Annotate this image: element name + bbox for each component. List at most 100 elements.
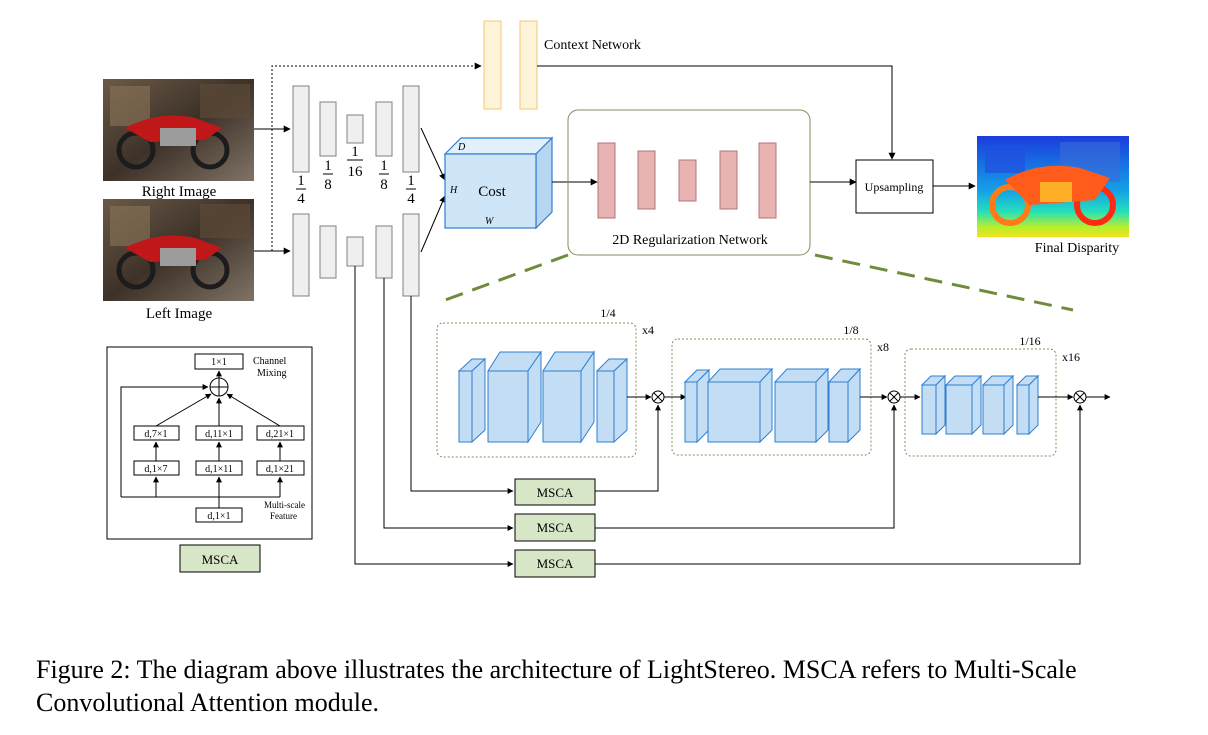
regularization-block-5: [758, 142, 777, 219]
stage-1-blocks: [457, 350, 629, 444]
stage-3-repeat: x16: [1062, 350, 1080, 364]
feature-block-bottom-1: [292, 213, 310, 297]
multiply-node-3: [1073, 390, 1087, 404]
branch-1-out: [595, 404, 661, 492]
upsampling-box: [855, 159, 934, 214]
figure-caption: Figure 2: The diagram above illustrates …: [36, 655, 1077, 717]
regularization-block-3: [678, 159, 697, 202]
msca-module-label-box: [179, 544, 261, 573]
context-input-path: [271, 62, 482, 251]
msca-channel-mixing-text: 1×1: [211, 357, 227, 368]
msca-feature-label-2: Feature: [270, 511, 297, 521]
regularization-label: 2D Regularization Network: [612, 233, 768, 248]
stage-1-scale: 1/4: [600, 306, 615, 320]
stage-2-scale: 1/8: [843, 323, 858, 337]
branch-2-in: [383, 278, 514, 531]
msca-branch-3-box: [514, 549, 596, 578]
feature-bottom-to-cost-arrow: [420, 195, 446, 253]
msca-bottom-text: d,1×1: [207, 511, 230, 522]
msca-feature-label-1: Multi-scale: [264, 500, 305, 510]
stage-2-blocks: [683, 367, 862, 444]
final-disparity-label: Final Disparity: [1035, 241, 1119, 256]
regularization-block-2: [637, 150, 656, 210]
scale-fraction-1: 1 4: [296, 173, 306, 207]
msca-branch-2-label: MSCA: [537, 520, 574, 535]
left-image-label: Left Image: [146, 306, 213, 322]
branch-3-out: [595, 404, 1083, 565]
svg-text:1: 1: [351, 144, 359, 160]
msca-channel-mixing-box: [194, 353, 244, 370]
multiply-node-1: [651, 390, 665, 404]
stage-2-repeat: x8: [877, 340, 889, 354]
stage-3-blocks: [920, 374, 1040, 436]
branch-3-in: [354, 266, 514, 567]
scale-fraction-2: 1 8: [323, 158, 333, 193]
msca-branch-2-box: [514, 513, 596, 542]
msca-row1-text-2: d,1×11: [205, 464, 233, 475]
feature-block-bottom-5: [402, 213, 420, 297]
cost-volume: [443, 136, 554, 230]
msca-row1-text-1: d,1×7: [144, 464, 167, 475]
context-to-upsampling-arrow: [537, 65, 896, 160]
regularization-block-1: [597, 142, 616, 219]
stage-1-repeat: x4: [642, 323, 654, 337]
msca-branch-3-label: MSCA: [537, 556, 574, 571]
msca-row2-text-2: d,11×1: [205, 429, 233, 440]
zoom-dash-right: [814, 253, 1074, 312]
msca-row1-text-3: d,1×21: [266, 464, 294, 475]
feature-block-top-2: [319, 101, 337, 157]
multiply-node-2: [887, 390, 901, 404]
context-network-block-1: [483, 20, 502, 110]
cost-volume-axis-h: H: [449, 185, 458, 196]
scale-fraction-3: 1 16: [347, 144, 363, 180]
cost-volume-axis-d: D: [457, 142, 466, 153]
regularization-block-4: [719, 150, 738, 210]
svg-text:1: 1: [407, 173, 415, 189]
stage-3-frame: [904, 348, 1057, 457]
msca-row2-text-3: d,21×1: [266, 429, 294, 440]
msca-row2-1-to-add-arrow: [155, 393, 212, 427]
svg-text:16: 16: [348, 164, 364, 180]
right-image-label: Right Image: [142, 184, 217, 200]
msca-row2-3-to-add-arrow: [226, 393, 281, 427]
svg-text:4: 4: [297, 191, 305, 207]
feature-block-top-5: [402, 85, 420, 173]
feature-top-to-cost-arrow: [420, 127, 446, 181]
scale-fraction-5: 1 4: [406, 173, 416, 207]
msca-branch-1-box: [514, 478, 596, 506]
scale-fraction-4: 1 8: [379, 158, 389, 193]
feature-block-bottom-4: [375, 225, 393, 279]
msca-module-label: MSCA: [202, 552, 239, 567]
final-disparity-image: [977, 136, 1129, 237]
svg-text:1: 1: [380, 158, 388, 174]
msca-skip-connection: [120, 384, 209, 497]
context-network-label: Context Network: [544, 38, 641, 53]
msca-channel-mixing-label-1: Channel: [253, 356, 287, 367]
zoom-dash-left: [436, 253, 569, 305]
branch-1-in: [410, 296, 514, 494]
feature-block-bottom-2: [319, 225, 337, 279]
msca-channel-mixing-label-2: Mixing: [257, 368, 286, 379]
msca-row2-box-3: [256, 425, 305, 441]
architecture-diagram: Right Image Left Image 1 4 1 8 1 16: [103, 20, 1129, 578]
svg-text:8: 8: [380, 177, 388, 193]
cost-volume-label: Cost: [478, 184, 506, 200]
cost-volume-axis-w: W: [485, 216, 495, 227]
feature-block-top-3: [346, 114, 364, 144]
stage-3-scale: 1/16: [1019, 334, 1040, 348]
branch-2-out: [595, 404, 897, 529]
feature-block-bottom-3: [346, 236, 364, 267]
svg-text:1: 1: [297, 173, 305, 189]
feature-block-top-4: [375, 101, 393, 157]
msca-branch-1-label: MSCA: [537, 485, 574, 500]
svg-text:4: 4: [407, 191, 415, 207]
msca-add-node: [209, 377, 229, 397]
svg-text:8: 8: [324, 177, 332, 193]
context-network-block-2: [519, 20, 538, 110]
upsampling-label: Upsampling: [865, 180, 924, 194]
svg-text:1: 1: [324, 158, 332, 174]
left-image: [103, 199, 254, 301]
right-image: [103, 79, 254, 181]
stage-1-frame: [436, 322, 637, 458]
feature-block-top-1: [292, 85, 310, 173]
